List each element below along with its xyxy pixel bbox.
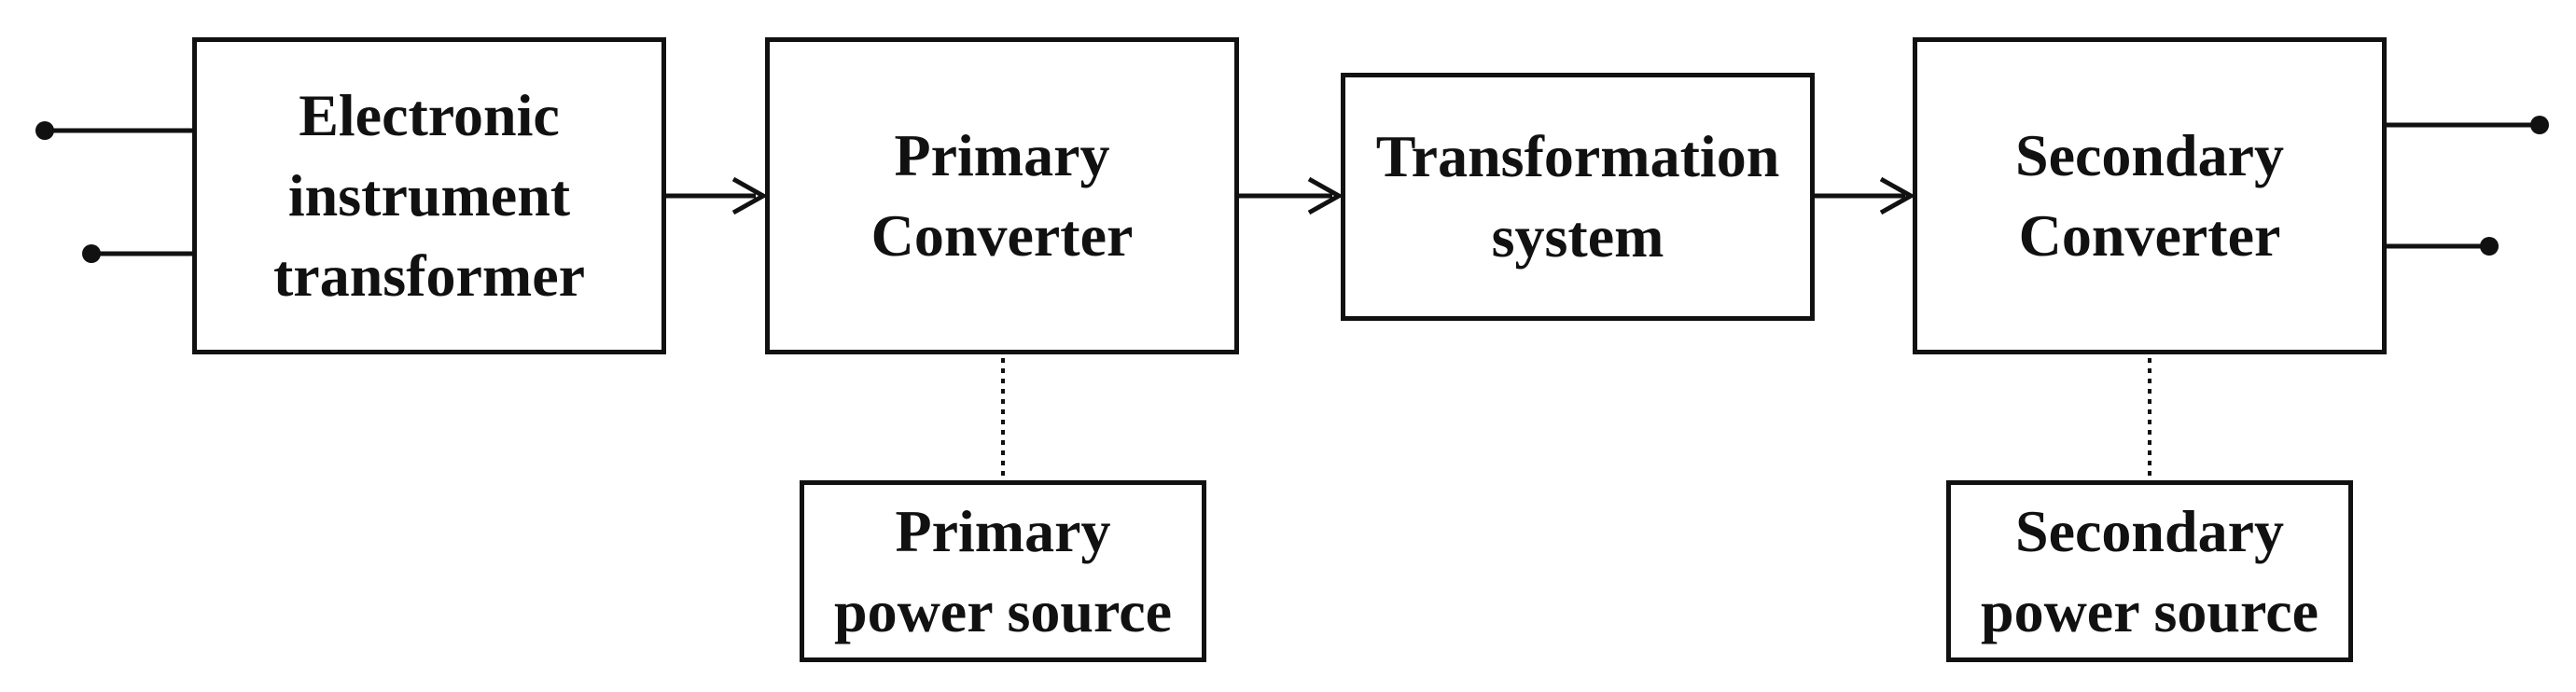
block-label-line: Primary	[895, 497, 1111, 564]
block-label-line: transformer	[272, 242, 586, 309]
block-label-line: Converter	[870, 202, 1134, 269]
input-terminal-bottom	[82, 244, 101, 263]
input-terminal-top	[35, 121, 54, 140]
transformation-system-block: Transformation system	[1341, 73, 1815, 321]
output-terminal-bottom	[2480, 237, 2499, 256]
secondary-converter-block: Secondary Converter	[1913, 37, 2387, 354]
arrow-primary-converter-to-transformation	[1239, 176, 1344, 215]
block-label-line: power source	[1980, 577, 2319, 644]
block-label-line: Secondary	[2015, 122, 2284, 188]
arrow-eit-to-primary-converter	[666, 176, 769, 215]
output-terminal-top	[2530, 116, 2549, 134]
block-label-line: power source	[833, 577, 1173, 644]
block-label-line: system	[1491, 203, 1664, 270]
electronic-instrument-transformer-block: Electronic instrument transformer	[192, 37, 666, 354]
block-label-line: instrument	[287, 162, 571, 228]
primary-converter-block: Primary Converter	[765, 37, 1239, 354]
block-label-line: Primary	[894, 122, 1110, 188]
block-label-line: Converter	[2018, 202, 2281, 269]
secondary-power-source-block: Secondary power source	[1946, 480, 2353, 662]
block-label-line: Secondary	[2015, 497, 2284, 564]
primary-power-source-block: Primary power source	[800, 480, 1206, 662]
arrow-transformation-to-secondary-converter	[1815, 176, 1916, 215]
block-label-line: Transformation	[1375, 123, 1780, 189]
block-label-line: Electronic	[299, 82, 560, 148]
